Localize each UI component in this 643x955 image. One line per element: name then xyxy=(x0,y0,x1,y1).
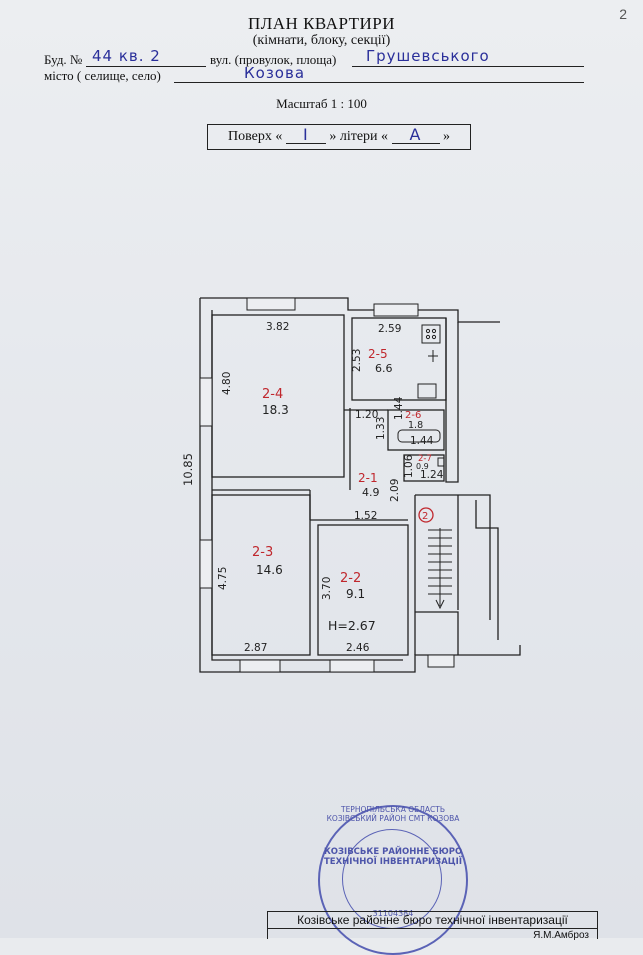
room-id: 2-4 xyxy=(262,387,283,402)
dim-label: 1.52 xyxy=(354,510,377,522)
document-title: ПЛАН КВАРТИРИ xyxy=(247,14,396,33)
dim-label: 4.75 xyxy=(217,567,229,590)
room-2-7-wall xyxy=(403,454,445,482)
city-value: Козова xyxy=(244,64,306,82)
dim-label: 1.20 xyxy=(355,409,378,421)
room-area: 1.8 xyxy=(408,420,423,431)
letter-end: » xyxy=(443,129,451,144)
room-area: 4.9 xyxy=(362,486,380,499)
document-subtitle: (кімнати, блоку, секції) xyxy=(252,33,391,48)
building-underline xyxy=(86,66,206,67)
dim-label: 1.44 xyxy=(410,435,434,447)
tap-icon xyxy=(428,350,438,362)
stove-icon xyxy=(421,324,441,344)
right-wall xyxy=(445,318,459,483)
window xyxy=(329,659,375,673)
floor-box: Поверх « I » літери « А » xyxy=(207,124,471,150)
city-label: місто ( селище, село) xyxy=(44,68,161,83)
window xyxy=(199,539,213,589)
building-value: 44 кв. 2 xyxy=(92,47,161,65)
street-label: вул. (провулок, площа) xyxy=(210,52,337,67)
dim-label: 2.87 xyxy=(244,642,267,654)
staircase xyxy=(428,528,452,610)
letter-label: » літери « xyxy=(329,129,389,144)
room-area: 9.1 xyxy=(346,587,365,601)
dim-label: 2.59 xyxy=(378,323,401,335)
signature-block: Козівське районне бюро технічної інвента… xyxy=(267,911,598,941)
room-id: 2-3 xyxy=(252,545,273,560)
corridor-wall xyxy=(212,408,408,521)
street-value: Грушевського xyxy=(366,47,490,65)
city-underline xyxy=(174,82,584,83)
dim-label-total: 10.85 xyxy=(181,453,195,486)
bathtub-icon xyxy=(397,429,441,443)
room-area: 6.6 xyxy=(375,362,393,375)
room-id: 2-2 xyxy=(340,571,361,586)
stair-wall xyxy=(414,494,491,655)
room-2-2-wall xyxy=(317,524,409,656)
window xyxy=(373,303,419,317)
window xyxy=(239,659,281,673)
stair-outer xyxy=(475,500,499,640)
dim-label: 1.24 xyxy=(420,469,444,481)
stair-marker-icon xyxy=(418,507,434,523)
dim-label: 3.82 xyxy=(266,321,289,333)
toilet-icon xyxy=(437,457,445,467)
floor-label: Поверх « xyxy=(227,129,283,144)
page-number: 2 xyxy=(619,6,627,22)
dim-label: 2.46 xyxy=(346,642,370,654)
stair-landing xyxy=(415,611,459,655)
window xyxy=(199,377,213,427)
official-stamp: ТЕРНОПІЛЬСЬКА ОБЛАСТЬ КОЗІВСЬКИЙ РАЙОН С… xyxy=(318,805,468,955)
scale-label: Масштаб 1 : 100 xyxy=(276,96,367,111)
stamp-code: 31104384 xyxy=(372,909,414,918)
sink-icon xyxy=(417,383,437,399)
dim-label: 1.33 xyxy=(375,417,387,440)
dim-label: 2.09 xyxy=(389,479,401,502)
dim-label: 4.80 xyxy=(221,372,233,395)
room-id: 2-6 xyxy=(405,410,421,421)
room-id: 2-5 xyxy=(368,347,388,361)
window xyxy=(427,654,455,668)
room-id: 2-7 xyxy=(418,454,432,464)
dim-label: 1.44 xyxy=(393,396,405,420)
letter-value: А xyxy=(391,127,440,144)
room-area: 0.9 xyxy=(416,462,429,471)
stair-marker-number: 2 xyxy=(422,511,428,522)
street-underline xyxy=(352,66,584,67)
room-id: 2-1 xyxy=(358,471,378,485)
room-2-6-wall xyxy=(387,409,445,451)
room-area: 14.6 xyxy=(256,563,283,577)
footer-organization: Козівське районне бюро технічної інвента… xyxy=(268,912,597,929)
dim-label: 3.70 xyxy=(321,577,333,600)
dim-label: 1.06 xyxy=(403,454,415,478)
stamp-center-text: КОЗІВСЬКЕ РАЙОННЕ БЮРО ТЕХНІЧНОЇ ІНВЕНТА… xyxy=(323,847,463,867)
building-label: Буд. № xyxy=(44,52,83,67)
stamp-ring-text: ТЕРНОПІЛЬСЬКА ОБЛАСТЬ КОЗІВСЬКИЙ РАЙОН С… xyxy=(326,805,460,823)
footer-signer: Я.М.Амброз xyxy=(533,930,589,941)
floor-value: I xyxy=(285,127,326,144)
room-area: 18.3 xyxy=(262,403,289,417)
dim-label: 2.53 xyxy=(351,349,363,372)
ceiling-height: Н=2.67 xyxy=(328,618,376,633)
window xyxy=(246,297,296,311)
